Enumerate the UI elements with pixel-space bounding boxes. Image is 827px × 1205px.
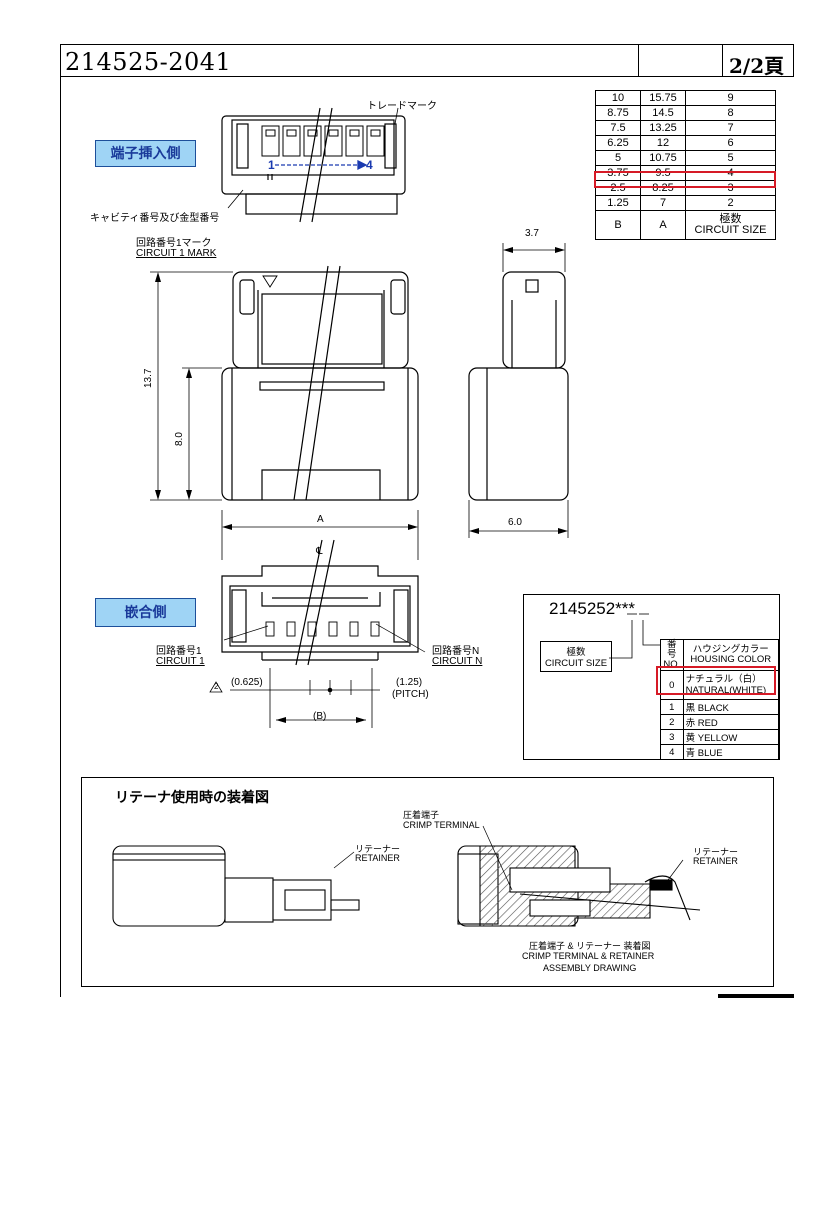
hdr-no-en: NO. xyxy=(663,659,681,670)
dim-8-0: 8.0 xyxy=(174,432,185,446)
circuit-size-callout-en: CIRCUIT SIZE xyxy=(544,658,608,669)
housing-color-box: 2145252*** 極数 CIRCUIT SIZE 番号 NO. ハウジングカ… xyxy=(523,594,780,760)
assembly-caption-en2: ASSEMBLY DRAWING xyxy=(543,963,637,973)
hdr-color-jp: ハウジングカラー xyxy=(692,644,769,655)
col-circuit-size-header: 極数 CIRCUIT SIZE xyxy=(685,210,776,240)
cell-a: 9.5 xyxy=(640,165,686,181)
dim-13-7: 13.7 xyxy=(143,368,154,388)
hdr-color-en: HOUSING COLOR xyxy=(690,654,772,665)
dim-3-7: 3.7 xyxy=(525,228,539,239)
color-value: 赤 RED xyxy=(682,714,780,730)
hdr-color: ハウジングカラー HOUSING COLOR xyxy=(682,639,780,671)
col-circuit-size-jp: 極数 xyxy=(719,213,742,225)
circuit1-jp: 回路番号1 xyxy=(156,646,202,657)
selected-row-highlight xyxy=(594,171,776,188)
circuit1-mark-en: CIRCUIT 1 MARK xyxy=(136,248,217,259)
dim-1-25: (1.25) xyxy=(396,677,423,688)
col-b-header: B xyxy=(595,210,641,240)
terminal-insert-side-label: 端子挿入側 xyxy=(95,140,196,167)
color-value-en: NATURAL(WHITE) xyxy=(685,685,767,696)
color-no: 2 xyxy=(660,714,684,730)
col-circuit-size-en: CIRCUIT SIZE xyxy=(694,224,767,236)
pitch-label: (PITCH) xyxy=(392,689,429,700)
crimp-terminal-jp: 圧着端子 xyxy=(403,810,440,820)
title-block: 214525-2041 2/2頁 xyxy=(60,44,794,78)
color-value-jp: ナチュラル（白） xyxy=(685,674,762,685)
title-block-blank-cell xyxy=(638,45,723,76)
frame-footer-bar xyxy=(718,994,794,998)
trade-mark-label: トレードマーク xyxy=(367,101,437,112)
frame-left-edge xyxy=(60,77,61,997)
dim-b: (B) xyxy=(313,711,327,722)
color-value: 青 BLUE xyxy=(682,744,780,760)
retainer-assembly-section: リテーナ使用時の装着図 xyxy=(81,777,774,987)
circuit-table-header-row: B A 極数 CIRCUIT SIZE xyxy=(595,210,776,240)
circuit-size-callout: 極数 CIRCUIT SIZE xyxy=(540,641,612,672)
circuit1-en: CIRCUIT 1 xyxy=(156,656,205,667)
selected-color-highlight xyxy=(656,666,776,695)
color-no: 3 xyxy=(660,729,684,745)
color-value: 黄 YELLOW xyxy=(682,729,780,745)
retainer-jp-1: リテーナー xyxy=(355,844,401,854)
part-number: 214525-2041 xyxy=(65,48,232,76)
cavity-mold-number-label: キャビティ番号及び金型番号 xyxy=(90,213,220,224)
arrow-start-number: 1 xyxy=(268,158,275,172)
retainer-drawings xyxy=(112,825,701,927)
color-no: 4 xyxy=(660,744,684,760)
circuit-size-callout-jp: 極数 xyxy=(566,647,586,658)
color-no: 1 xyxy=(660,699,684,715)
circuit1-mark-jp: 回路番号1マーク xyxy=(136,238,212,249)
centerline-symbol: ℄ xyxy=(316,546,323,557)
hdr-no-jp: 番号 xyxy=(667,639,677,660)
mating-view xyxy=(221,539,426,666)
cell-b: 1.25 xyxy=(595,195,641,211)
circuitN-jp: 回路番号N xyxy=(432,646,480,657)
dim-a: A xyxy=(317,514,324,525)
color-value: 黒 BLACK xyxy=(682,699,780,715)
page-number: 2/2頁 xyxy=(729,54,785,78)
circuitN-en: CIRCUIT N xyxy=(432,656,483,667)
mating-side-label: 嵌合側 xyxy=(95,598,196,627)
note-2-marker: 2 xyxy=(214,682,219,691)
side-view xyxy=(468,271,569,501)
assembly-caption-jp: 圧着端子 & リテーナー 装着図 xyxy=(529,941,651,951)
housing-color-row: 0 ナチュラル（白） NATURAL(WHITE) xyxy=(660,670,780,700)
retainer-en-2: RETAINER xyxy=(693,856,738,866)
top-view xyxy=(221,107,406,223)
assembly-caption-en1: CRIMP TERMINAL & RETAINER xyxy=(522,951,655,961)
retainer-en-1: RETAINER xyxy=(355,853,400,863)
retainer-section-title: リテーナ使用時の装着図 xyxy=(115,789,269,805)
cell-b: 10 xyxy=(595,90,641,106)
housing-part-code: 2145252*** xyxy=(549,599,636,618)
housing-color-table: 番号 NO. ハウジングカラー HOUSING COLOR 0 ナチュラル（白）… xyxy=(660,639,780,760)
crimp-terminal-en: CRIMP TERMINAL xyxy=(403,820,480,830)
dim-0-625: (0.625) xyxy=(231,677,263,688)
arrow-end-number: 4 xyxy=(366,158,373,172)
front-view xyxy=(221,265,419,501)
retainer-jp-2: リテーナー xyxy=(693,847,739,857)
dim-6-0: 6.0 xyxy=(508,517,522,528)
